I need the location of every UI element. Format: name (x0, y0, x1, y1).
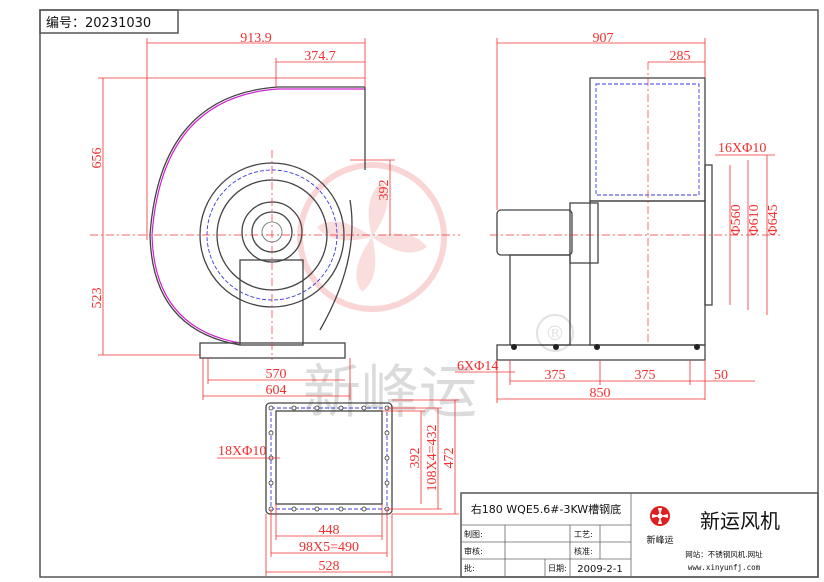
date-value: 2009-2-1 (577, 564, 622, 575)
logo-text: 新峰运 (646, 534, 673, 546)
dim-375-a: 375 (545, 368, 566, 383)
review-label: 审核: (464, 546, 483, 556)
process-label: 工艺: (574, 530, 593, 539)
dim-50: 50 (714, 368, 728, 383)
dim-16-holes: 16XΦ10 (718, 141, 766, 156)
side-view: 913.9 374.7 656 523 392 570 604 (90, 31, 460, 400)
website-label: 网站：不锈钢风机.网址 (685, 549, 763, 559)
dim-d560: Φ560 (729, 204, 744, 235)
dim-432: 108X4=432 (425, 424, 440, 491)
company-name: 新运风机 (700, 509, 780, 533)
date-label: 日期: (548, 564, 567, 573)
website-url: www.xinyunfj.com (688, 563, 761, 572)
serial-number: 编号：20231030 (46, 16, 151, 31)
dim-472: 472 (442, 448, 457, 469)
dim-374-7: 374.7 (304, 49, 336, 64)
dim-604: 604 (266, 383, 287, 398)
dim-392-side: 392 (377, 180, 392, 201)
dim-490: 98X5=490 (299, 540, 359, 555)
dim-656: 656 (90, 148, 105, 169)
dim-375-b: 375 (635, 368, 656, 383)
batch-label: 批: (464, 563, 475, 573)
company-logo-icon (650, 506, 670, 526)
dim-528: 528 (319, 559, 340, 574)
approve-label: 核准: (574, 546, 593, 556)
title-block: 右180 WQE5.6#-3KW槽钢底 制图: 工艺: 审核: 核准: 批: 日… (460, 492, 819, 578)
drawn-label: 制图: (464, 529, 483, 539)
dim-448: 448 (319, 523, 340, 538)
dim-570: 570 (266, 367, 287, 382)
dim-285: 285 (670, 49, 691, 64)
dim-913-9: 913.9 (240, 31, 272, 46)
dim-d645: Φ645 (766, 204, 781, 235)
flange-bolt-holes (268, 405, 390, 512)
registered-mark: ® (545, 321, 565, 345)
dim-6-holes: 6XΦ14 (457, 359, 498, 374)
base-bolt-holes (511, 344, 700, 350)
watermark-logo: ® 新峰运 (297, 162, 574, 426)
dim-907: 907 (593, 31, 614, 46)
dim-523: 523 (90, 288, 105, 309)
sheet-border (39, 9, 819, 578)
dim-392-flange: 392 (408, 448, 423, 469)
front-view: 907 285 16XΦ10 Φ560 Φ610 Φ645 6XΦ14 375 … (455, 31, 781, 403)
dim-d610: Φ610 (747, 204, 762, 235)
serial-box (39, 9, 179, 34)
watermark-text: 新峰运 (303, 358, 477, 426)
model-name: 右180 WQE5.6#-3KW槽钢底 (471, 502, 621, 516)
dim-18-holes: 18XΦ10 (218, 444, 266, 459)
flange-view: 18XΦ10 392 108X4=432 472 448 98X5=490 52… (217, 399, 459, 576)
dim-850: 850 (590, 386, 611, 401)
